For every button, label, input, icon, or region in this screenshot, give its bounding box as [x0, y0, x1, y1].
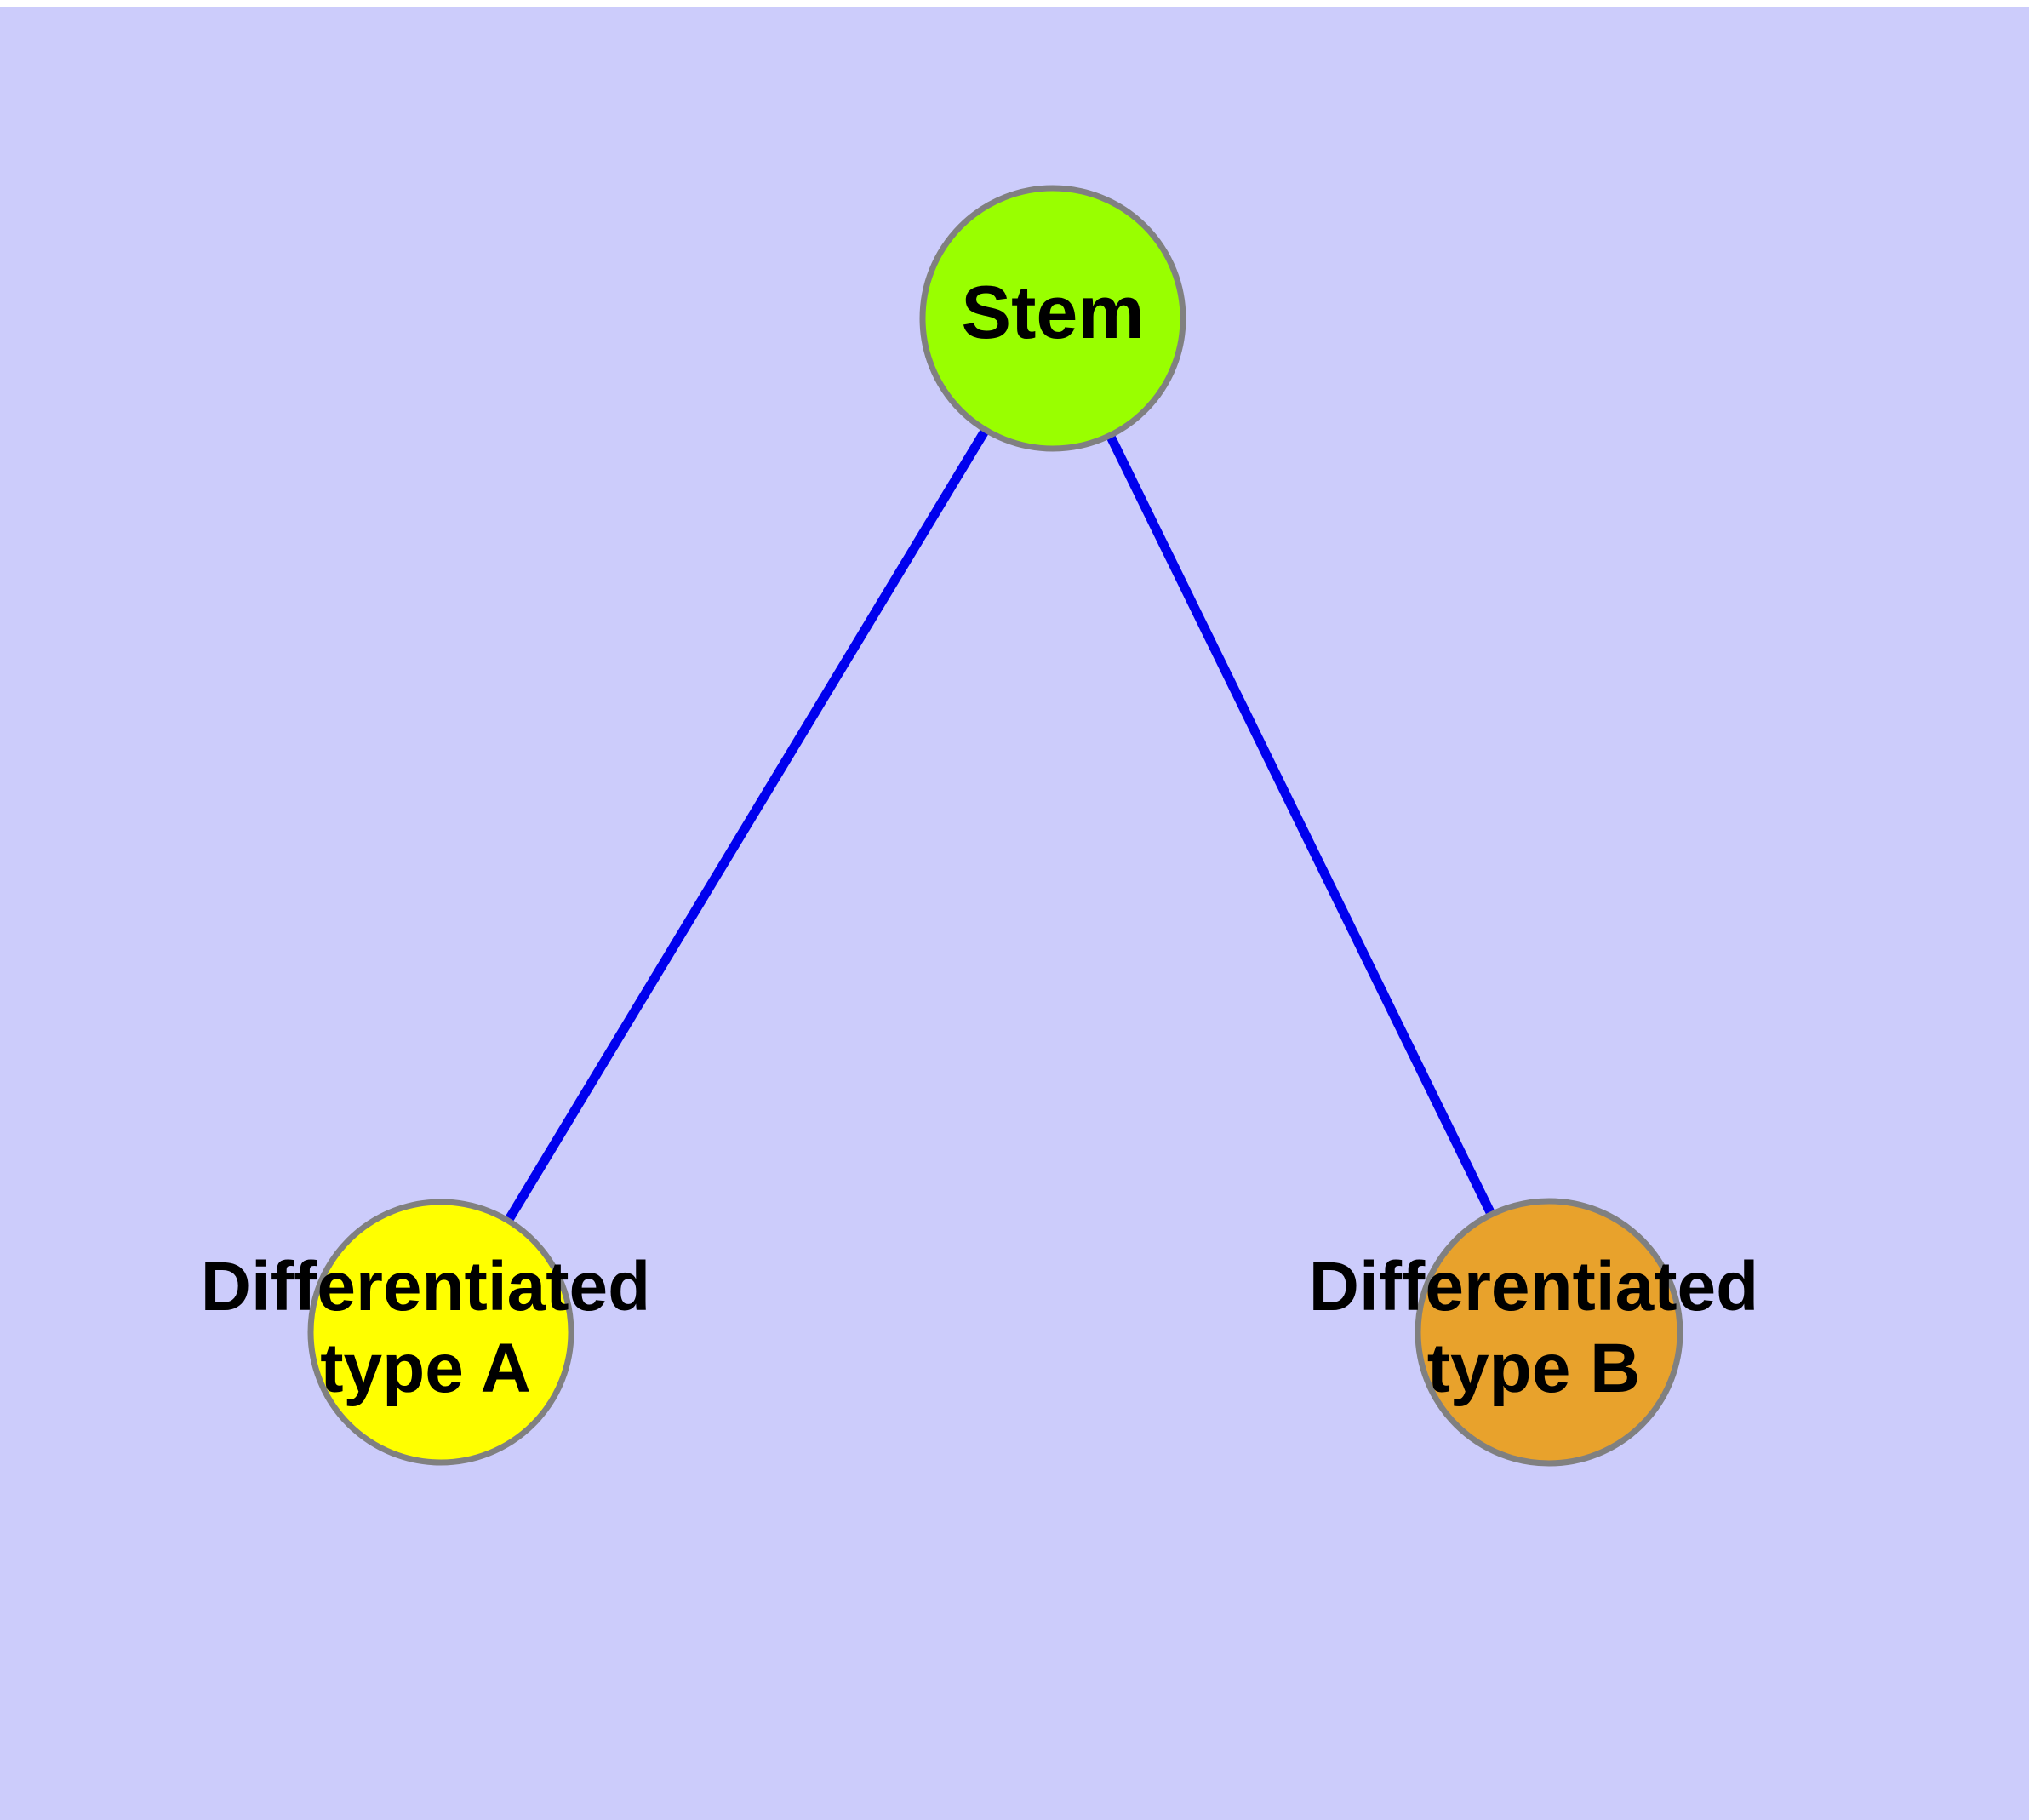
node-label-line: type A [320, 1330, 531, 1407]
node-label-line: Differentiated [1309, 1248, 1759, 1325]
graph-node-stem[interactable] [919, 185, 1186, 452]
graph-edge[interactable] [1104, 430, 1497, 1220]
node-layer [307, 185, 1683, 1467]
graph-node-differentiated-type-a[interactable] [307, 1199, 574, 1466]
node-label-line: Differentiated [201, 1248, 651, 1325]
node-label-line: Stem [961, 270, 1144, 354]
edge-layer [502, 424, 1497, 1227]
graph-node-differentiated-type-b[interactable] [1415, 1198, 1683, 1467]
graph-edge[interactable] [502, 424, 992, 1227]
node-label-line: type B [1427, 1330, 1641, 1407]
node-label-stem: Stem [961, 270, 1144, 354]
